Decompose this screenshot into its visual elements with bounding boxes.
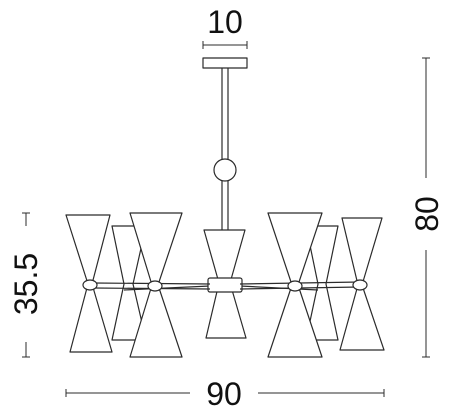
stem-ball [213, 158, 237, 182]
socket-far-left [82, 279, 98, 291]
socket-far-right [352, 279, 368, 291]
ceiling-canopy [202, 57, 248, 69]
socket-front-left [147, 280, 163, 292]
dim-shade-height-label: 35.5 [8, 253, 44, 315]
socket-front-right [287, 280, 303, 292]
dim-overall-width-label: 90 [206, 376, 242, 412]
arm-hub [207, 277, 243, 293]
arm-rear-left [123, 285, 211, 291]
dim-height-label: 80 [409, 196, 445, 232]
dim-top-width-label: 10 [207, 4, 243, 40]
